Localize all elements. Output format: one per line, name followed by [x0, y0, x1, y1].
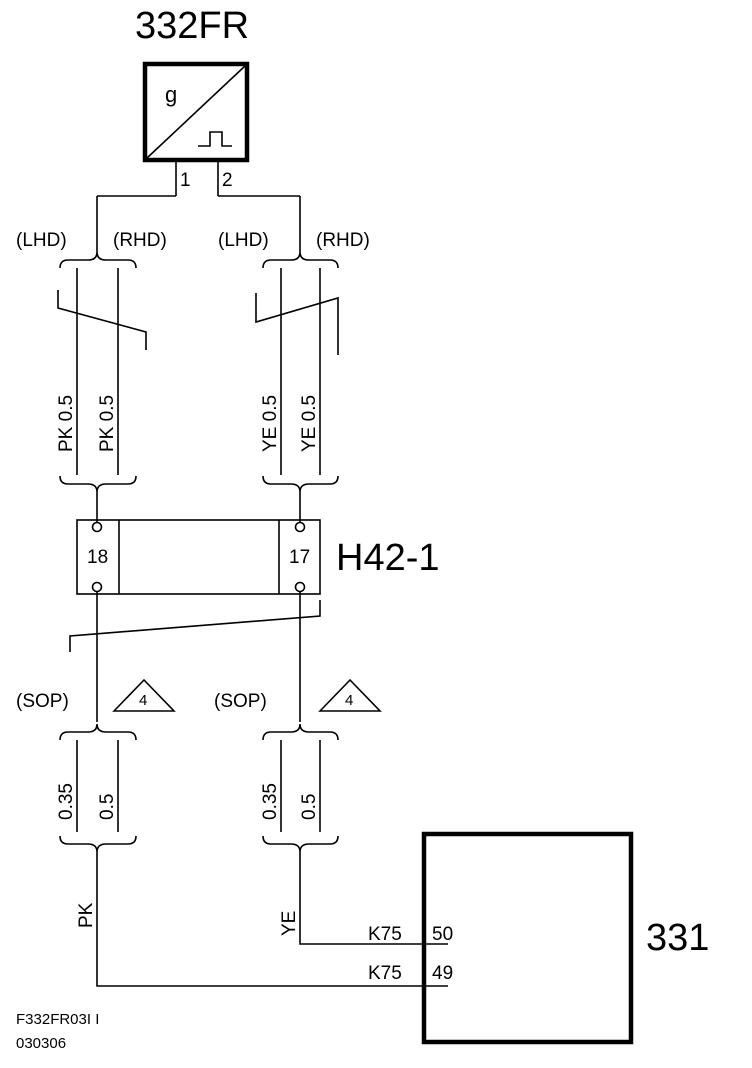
- connector-pin-17: 17: [289, 547, 310, 568]
- mid-brace-right: [262, 475, 339, 493]
- sensor-pin-2: 2: [222, 170, 233, 191]
- module-pin-50: 50: [432, 924, 453, 945]
- module-feed-wires: [96, 852, 448, 987]
- low-brace-bottom-right: [262, 835, 339, 853]
- sensor-pin-leads: [96, 160, 301, 252]
- wire-label-pk-rhd: PK 0.5: [97, 395, 118, 452]
- note-triangle-right: [318, 678, 382, 712]
- note-number-left: 4: [139, 692, 147, 709]
- wire-label-ye-rhd: YE 0.5: [299, 395, 320, 452]
- module-pin-49: 49: [432, 963, 453, 984]
- wire-color-ye: YE: [279, 911, 300, 936]
- wire-label-ye-lhd: YE 0.5: [260, 395, 281, 452]
- mid-brace-left: [59, 475, 137, 493]
- upper-wire-bundle: [57, 268, 339, 475]
- note-triangle-left: [112, 678, 176, 712]
- diagram-code: F332FR03I I: [16, 1011, 99, 1028]
- label-sop-left: (SOP): [16, 691, 69, 712]
- label-rhd-left: (RHD): [113, 230, 167, 251]
- wire-color-pk: PK: [76, 902, 97, 928]
- wire-label-pk-sop-b: 0.5: [97, 794, 118, 820]
- sensor-pin-1: 1: [180, 170, 191, 191]
- wire-label-ye-sop-a: 0.35: [260, 783, 281, 820]
- label-rhd-right: (RHD): [316, 230, 370, 251]
- sensor-title: 332FR: [135, 5, 249, 47]
- wire-label-ye-sop-b: 0.5: [299, 794, 320, 820]
- top-brace-right: [262, 251, 339, 269]
- wire-label-pk-sop-a: 0.35: [56, 783, 77, 820]
- module-pin49-connector: K75: [368, 963, 402, 984]
- sensor-symbol-letter: g: [165, 82, 177, 107]
- connector-h42-1: [76, 519, 321, 595]
- low-brace-top-left: [59, 723, 137, 741]
- label-lhd-left: (LHD): [16, 230, 67, 251]
- wire-label-pk-lhd: PK 0.5: [56, 395, 77, 452]
- lower-wire-bundle: [69, 592, 321, 722]
- connector-pin-18: 18: [87, 547, 108, 568]
- sop-wire-bundle: [76, 740, 321, 832]
- control-module-331: [421, 831, 634, 1045]
- low-brace-bottom-left: [59, 835, 137, 853]
- connector-title: H42-1: [336, 537, 440, 579]
- label-sop-right: (SOP): [214, 691, 267, 712]
- module-pin50-connector: K75: [368, 924, 402, 945]
- top-brace-left: [59, 251, 137, 269]
- diagram-date: 030306: [16, 1035, 66, 1052]
- speed-sensor-symbol: [142, 61, 250, 163]
- note-number-right: 4: [345, 692, 353, 709]
- module-title: 331: [646, 917, 709, 959]
- label-lhd-right: (LHD): [218, 230, 269, 251]
- low-brace-top-right: [262, 723, 339, 741]
